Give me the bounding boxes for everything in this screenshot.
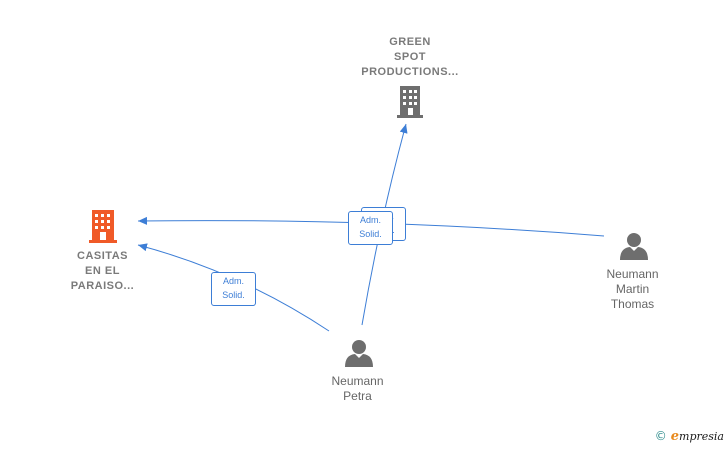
node-label-casitas[interactable]: CASITAS EN EL PARAISO...: [50, 249, 155, 294]
relation-role: Adm.: [359, 215, 381, 225]
person-icon[interactable]: [345, 340, 373, 367]
building-icon[interactable]: [397, 86, 423, 118]
relation-role: Solid.: [359, 229, 382, 239]
relation-badge[interactable]: Adm. Solid.: [211, 272, 256, 306]
relation-role: Solid.: [222, 290, 245, 300]
label-line: Thomas: [610, 297, 655, 311]
relation-role: Adm.: [222, 276, 244, 286]
label-line: Martin: [615, 282, 650, 296]
label-line: CASITAS: [77, 250, 128, 262]
label-line: Petra: [343, 389, 372, 403]
label-line: GREEN: [389, 36, 431, 48]
node-label-green-spot[interactable]: GREEN SPOT PRODUCTIONS...: [355, 35, 465, 80]
building-icon[interactable]: [89, 210, 117, 243]
brand-e-letter: e: [670, 429, 680, 444]
brand-logo: ©empresia: [655, 429, 724, 444]
person-icon[interactable]: [620, 233, 648, 260]
node-label-neumann-martin[interactable]: Neumann Martin Thomas: [590, 267, 675, 312]
copyright-icon: ©: [654, 429, 667, 443]
label-line: Neumann: [606, 267, 659, 281]
label-line: SPOT: [394, 51, 426, 63]
label-line: Neumann: [331, 374, 384, 388]
label-line: PRODUCTIONS...: [361, 66, 459, 78]
label-line: PARAISO...: [70, 280, 135, 292]
node-label-neumann-petra[interactable]: Neumann Petra: [315, 374, 400, 404]
label-line: EN EL: [85, 265, 120, 277]
brand-name: mpresia: [679, 430, 724, 443]
relation-badge[interactable]: Adm. Solid.: [348, 211, 393, 245]
